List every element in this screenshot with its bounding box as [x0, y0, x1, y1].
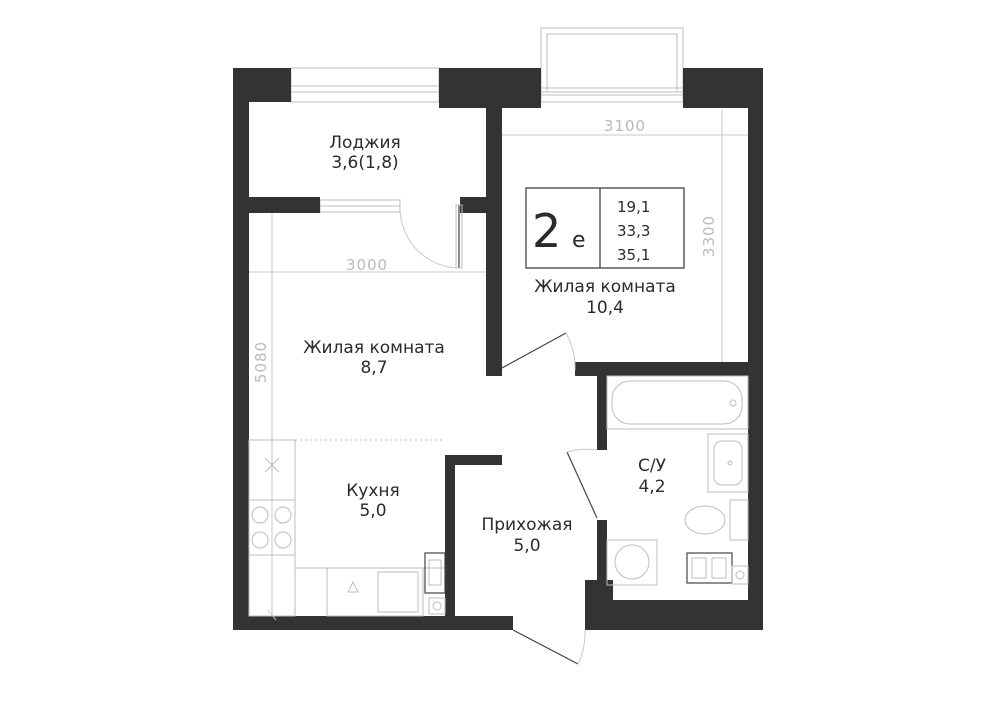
room-area-living-big: 10,4	[586, 298, 624, 318]
dimension-lines	[249, 110, 748, 621]
walls	[233, 68, 763, 630]
dim-room-left-width: 3000	[346, 256, 388, 274]
room-name-living-small: Жилая комната	[303, 338, 445, 358]
room-area-bathroom: 4,2	[638, 477, 665, 497]
room-name-kitchen: Кухня	[346, 481, 400, 501]
dim-room-left-depth: 5080	[252, 341, 270, 383]
room-name-living-big: Жилая комната	[534, 277, 676, 297]
apartment-info-box: 2 е 19,1 33,3 35,1	[525, 187, 685, 269]
room-area-loggia: 3,6(1,8)	[331, 153, 398, 173]
room-area-living-small: 8,7	[360, 358, 387, 378]
dim-room-right-depth: 3300	[700, 215, 718, 257]
bathroom-fixtures	[606, 375, 749, 586]
room-name-loggia: Лоджия	[329, 133, 401, 153]
apartment-type-suffix: е	[572, 228, 586, 253]
room-area-hall: 5,0	[513, 536, 540, 556]
area-living: 19,1	[617, 198, 650, 216]
room-labels: Лоджия 3,6(1,8) Жилая комната 10,4 Жилая…	[303, 133, 676, 556]
room-name-bathroom: С/У	[638, 456, 667, 476]
kitchen-fixtures	[248, 439, 446, 617]
room-name-hall: Прихожая	[481, 515, 572, 535]
area-total: 33,3	[617, 222, 650, 240]
doors	[399, 204, 598, 665]
dimension-labels: 3100 3300 3000 5080	[252, 117, 718, 383]
dim-room-right-width: 3100	[604, 117, 646, 135]
area-total-with-loggia: 35,1	[617, 246, 650, 264]
apartment-type-number: 2	[532, 204, 561, 258]
room-area-kitchen: 5,0	[359, 501, 386, 521]
